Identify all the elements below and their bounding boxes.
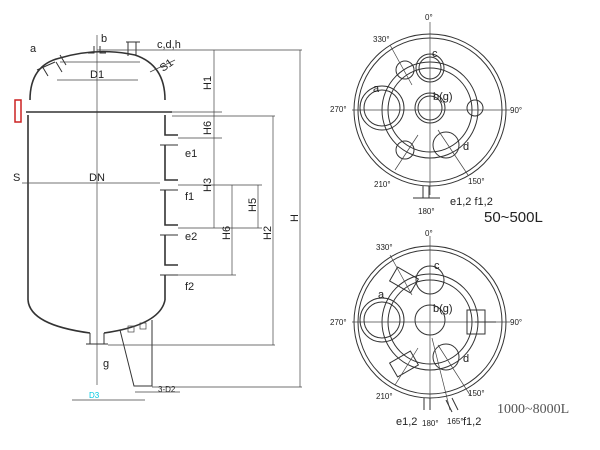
d1-dimension (57, 61, 140, 81)
jacket-nozzles (160, 144, 178, 276)
label-c: c (434, 260, 440, 272)
label-a: a (30, 43, 37, 55)
jacket-nozzle (413, 186, 440, 199)
label-f1: f1 (185, 191, 194, 203)
label-bg: b(g) (433, 91, 453, 103)
capacity-label: 50~500L (484, 209, 543, 226)
top-head (29, 50, 166, 101)
angle-210: 210° (374, 180, 391, 189)
nozzle-b (414, 304, 446, 336)
top-view-1000-8000L: 0° 330° 270° 90° 210° 150° 180° 165° a c… (330, 229, 569, 428)
support-lug (139, 322, 147, 330)
label-f2: f2 (185, 281, 194, 293)
label-s: S (13, 172, 20, 184)
nozzle-b (414, 92, 446, 124)
label-h5: H5 (247, 198, 259, 212)
nozzle-a (36, 54, 67, 77)
label-h6-top: H6 (202, 121, 214, 135)
label-a: a (378, 289, 385, 301)
label-ef: e1,2 f1,2 (450, 196, 493, 208)
side-view: a b c,d,h D1 S1 H1 H6 e1 S DN H3 f1 H5 H… (13, 33, 302, 401)
label-s1: S1 (158, 57, 176, 75)
top-view-50-500L: 0° 330° 270° 90° 210° 150° 180° a c b(g)… (330, 13, 543, 226)
label-h3: H3 (202, 178, 214, 192)
angle-270: 270° (330, 105, 347, 114)
label-e2: e2 (185, 231, 197, 243)
label-d3: D3 (89, 391, 100, 400)
bottom-dimensions (72, 391, 180, 401)
label-d: d (463, 353, 469, 365)
nozzle-d (432, 131, 460, 159)
angle-0: 0° (425, 13, 433, 22)
label-g: g (103, 358, 109, 370)
angle-0: 0° (425, 229, 433, 238)
angle-150: 150° (468, 389, 485, 398)
angle-90: 90° (510, 106, 522, 115)
support-lug (127, 325, 135, 333)
angle-180: 180° (422, 419, 439, 428)
nozzle-a (359, 85, 405, 131)
angle-165: 165° (447, 417, 464, 426)
dimension-lines (213, 50, 301, 387)
label-h: H (289, 214, 301, 222)
angle-330: 330° (376, 243, 393, 252)
capacity-label: 1000~8000L (497, 402, 569, 417)
angle-270: 270° (330, 318, 347, 327)
label-c: c (432, 48, 438, 60)
label-b: b (101, 33, 107, 45)
nozzle-b (88, 46, 106, 54)
s1-leader (149, 59, 176, 73)
jacket-wall (164, 125, 178, 300)
angle-330: 330° (373, 35, 390, 44)
nozzle-c (415, 265, 445, 295)
angle-150: 150° (468, 177, 485, 186)
label-a: a (373, 83, 380, 95)
label-d1: D1 (90, 69, 104, 81)
label-bg: b(g) (433, 303, 453, 315)
label-e1: e1 (185, 148, 197, 160)
support-leg (119, 320, 153, 387)
angle-180: 180° (418, 207, 435, 216)
nozzle-cdh (126, 41, 140, 56)
label-e: e1,2 (396, 416, 417, 428)
label-dn: DN (89, 172, 105, 184)
label-d2: 3-D2 (158, 385, 176, 394)
label-f: f1,2 (463, 416, 481, 428)
label-h2: H2 (262, 226, 274, 240)
label-cdh: c,d,h (157, 39, 181, 51)
label-h1: H1 (202, 76, 214, 90)
nozzle-c (415, 53, 445, 83)
bottom-head (27, 299, 166, 334)
nozzle-d (432, 343, 460, 371)
sight-glass (14, 99, 22, 123)
extension-lines (97, 49, 302, 388)
angle-90: 90° (510, 318, 522, 327)
angle-210: 210° (376, 392, 393, 401)
nozzle-a (359, 297, 405, 343)
nozzle-g (86, 333, 108, 345)
label-d: d (463, 141, 469, 153)
label-h6: H6 (221, 226, 233, 240)
